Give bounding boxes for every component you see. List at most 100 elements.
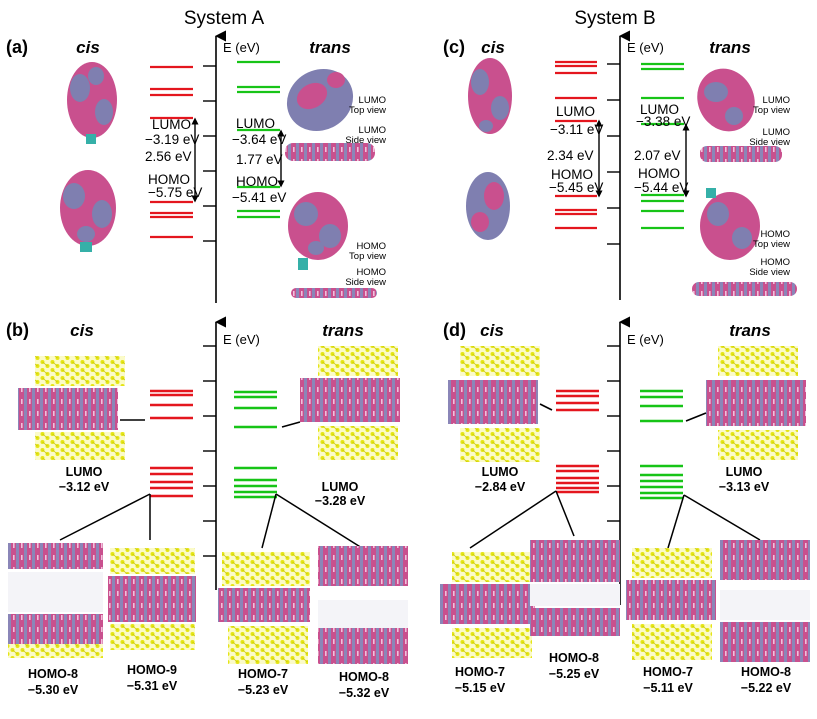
panel-a-cis-gap: 2.56 eV <box>145 149 192 164</box>
panel-b-trans-lumo-pointer <box>281 421 301 428</box>
panel-a-trans-homo-side-orbital <box>291 288 377 298</box>
panel-c-cis-gap: 2.34 eV <box>547 148 594 163</box>
panel-a-axis-ticks <box>203 65 216 242</box>
panel-d: (d) cis trans E (eV) <box>440 316 810 695</box>
panel-d-homo-1-name: HOMO-7 <box>455 665 505 679</box>
panel-b-cis-levels <box>150 389 193 498</box>
panel-c-cis-label: cis <box>481 38 505 57</box>
panel-d-cis-label: cis <box>480 321 504 340</box>
panel-b-cis-lumo-energy: −3.12 eV <box>59 480 110 494</box>
panel-b-cis-label: cis <box>70 321 94 340</box>
panel-b-trans-lumo-label: LUMO <box>322 480 359 494</box>
panel-b-homo-1-energy: −5.30 eV <box>28 683 79 697</box>
panel-c-label: (c) <box>443 37 465 57</box>
panel-d-homo-1-energy: −5.15 eV <box>455 681 506 695</box>
panel-c-cis-lumo-energy: −3.11 eV <box>550 122 603 137</box>
panel-c-trans-homo-side-orbital <box>692 282 797 296</box>
panel-d-homo-3-energy: −5.11 eV <box>643 681 693 695</box>
panel-b-cis-lumo-label: LUMO <box>66 465 103 479</box>
panel-a-trans-lumo-label: LUMO <box>236 116 275 131</box>
panel-a-view-5: HOMO <box>356 241 386 252</box>
panel-d-trans-lumo-structure <box>706 346 806 460</box>
system-b-title: System B <box>574 8 655 29</box>
panel-c-trans-lumo-label: LUMO <box>640 102 679 117</box>
panel-a-trans-gap: 1.77 eV <box>236 152 283 167</box>
panel-a-view-3: LUMO <box>359 125 386 136</box>
panel-b-homo-2-energy: −5.31 eV <box>127 679 178 693</box>
panel-a-view-2: Top view <box>349 105 386 116</box>
panel-b-homo-4-name: HOMO-8 <box>339 670 389 684</box>
panel-b-cis-lumo-structure <box>18 356 125 460</box>
panel-b-trans-levels <box>234 390 277 499</box>
panel-d-homo-2-energy: −5.25 eV <box>549 667 600 681</box>
panel-c-trans-gap: 2.07 eV <box>634 148 681 163</box>
panel-b-homo-pointers <box>59 493 363 549</box>
panel-c-view-1: LUMO <box>763 95 790 106</box>
panel-a-cis-lumo-orbital <box>67 62 117 144</box>
panel-a-cis-lumo-energy: −3.19 eV <box>145 132 199 147</box>
panel-b-axis-ticks <box>203 345 216 557</box>
panel-d-cis-lumo-pointer <box>539 403 553 411</box>
panel-d-homo-3-name: HOMO-7 <box>643 665 693 679</box>
panel-a-cis-homo-label: HOMO <box>148 172 190 187</box>
panel-c-cis-lumo-label: LUMO <box>556 104 595 119</box>
panel-c-cis-lumo-orbital <box>468 58 512 134</box>
panel-d-trans-lumo-energy: −3.13 eV <box>719 480 770 494</box>
panel-d-trans-lumo-label: LUMO <box>726 465 763 479</box>
panel-d-homo-4-name: HOMO-8 <box>741 665 791 679</box>
panel-d-cis-lumo-label: LUMO <box>482 465 519 479</box>
panel-c-view-6: Top view <box>753 239 790 250</box>
panel-c-cis-homo-label: HOMO <box>551 167 593 182</box>
panel-a-cis-levels <box>150 65 193 239</box>
panel-c-trans-levels <box>641 62 684 230</box>
panel-a-cis-homo-energy: −5.75 eV <box>148 185 202 200</box>
panel-d-axis-ticks <box>607 345 620 557</box>
panel-d-trans-label: trans <box>729 321 771 340</box>
panel-a-trans-lumo-side-orbital <box>285 143 375 161</box>
panel-a-view-1: LUMO <box>359 95 386 106</box>
panel-b-homo-4-energy: −5.32 eV <box>339 686 390 700</box>
panel-d-cis-lumo-structure <box>448 346 540 462</box>
panel-c-trans-homo-energy: −5.44 eV <box>634 180 688 195</box>
panel-b: (b) cis trans E (eV) <box>6 316 408 700</box>
panel-c-axis-label: E (eV) <box>627 40 664 55</box>
panel-d-trans-lumo-pointer <box>685 412 707 422</box>
panel-a-trans-homo-label: HOMO <box>236 174 278 189</box>
panel-d-homo-2-name: HOMO-8 <box>549 651 599 665</box>
panel-c-trans-lumo-energy: −3.38 eV <box>636 114 690 129</box>
panel-b-label: (b) <box>6 320 29 340</box>
panel-a-trans-homo-energy: −5.41 eV <box>232 190 286 205</box>
panel-a-cis-lumo-label: LUMO <box>152 117 191 132</box>
panel-a-label: (a) <box>6 37 28 57</box>
panel-c-cis-homo-energy: −5.45 eV <box>549 180 603 195</box>
panel-d-homo-4-energy: −5.22 eV <box>741 681 792 695</box>
panel-a-view-7: HOMO <box>356 267 386 278</box>
panel-c-trans-lumo-orbital <box>697 68 755 132</box>
panel-c-trans-lumo-side-orbital <box>700 146 782 162</box>
panel-b-homo-structures <box>8 543 408 664</box>
panel-a-trans-levels <box>237 60 280 219</box>
panel-a-trans-lumo-energy: −3.64 eV <box>232 132 286 147</box>
panel-d-cis-lumo-energy: −2.84 eV <box>475 480 526 494</box>
panel-c-trans-homo-label: HOMO <box>638 166 680 181</box>
panel-c-cis-levels <box>555 60 597 230</box>
panel-c-view-3: LUMO <box>763 127 790 138</box>
panel-a-cis-homo-orbital <box>60 170 116 252</box>
panel-d-homo-pointers <box>469 490 761 549</box>
panel-b-axis-label: E (eV) <box>223 332 260 347</box>
panel-c: (c) cis trans E (eV) LUMO −3.11 eV 2.34 … <box>443 30 797 300</box>
panel-a-cis-label: cis <box>76 38 100 57</box>
panel-c-view-2: Top view <box>753 105 790 116</box>
panel-b-homo-3-name: HOMO-7 <box>238 667 288 681</box>
panel-c-view-5: HOMO <box>760 229 790 240</box>
panel-c-view-7: HOMO <box>760 257 790 268</box>
panel-c-view-4: Side view <box>749 137 790 148</box>
panel-d-homo-structures <box>440 540 810 662</box>
panel-a-trans-label: trans <box>309 38 351 57</box>
panel-b-homo-1-name: HOMO-8 <box>28 667 78 681</box>
panel-d-label: (d) <box>443 320 466 340</box>
system-a-title: System A <box>184 8 265 29</box>
panel-b-homo-3-energy: −5.23 eV <box>238 683 289 697</box>
panel-a-trans-homo-orbital <box>288 192 348 270</box>
